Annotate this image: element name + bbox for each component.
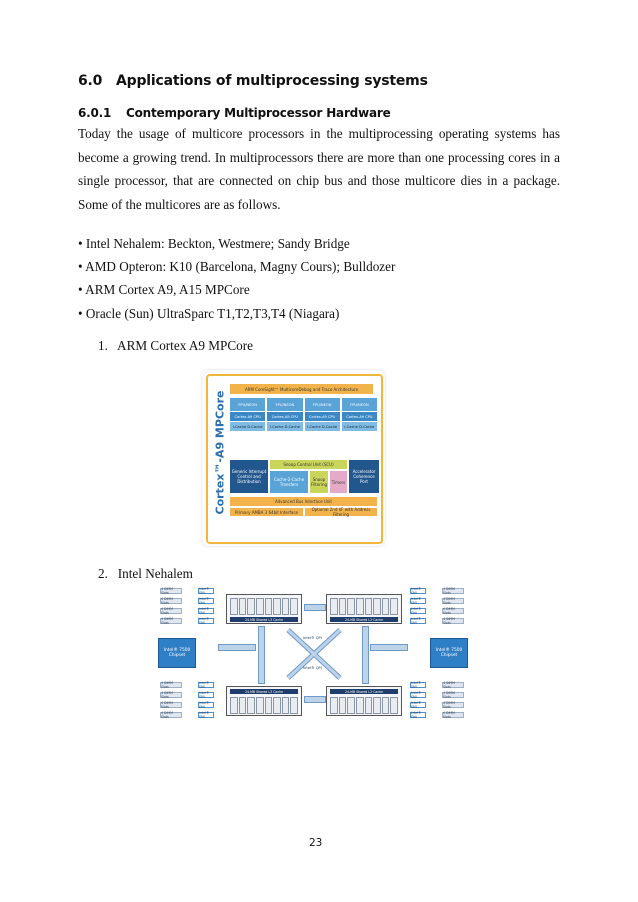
qpi-label: Intel® QPI bbox=[303, 666, 322, 670]
cache-block: I-Cache D-Cache bbox=[341, 422, 377, 431]
l3-cache-label: 24-MB Shared L3 Cache bbox=[230, 617, 298, 622]
smi-label: Intel® SMI bbox=[198, 691, 214, 699]
smi-label: Intel® SMI bbox=[410, 701, 426, 709]
l3-cache-label: 24-MB Shared L3 Cache bbox=[330, 617, 398, 622]
dimm-slots-label: 4 DIMM Slots bbox=[160, 597, 182, 605]
smi-label: Intel® SMI bbox=[410, 681, 426, 689]
dimm-slots-label: 4 DIMM Slots bbox=[160, 691, 182, 699]
l3-cache-label: 24-MB Shared L3 Cache bbox=[230, 689, 298, 694]
smi-label: Intel® SMI bbox=[198, 681, 214, 689]
processor-die: 24-MB Shared L3 Cache bbox=[226, 594, 302, 624]
section-number: 6.0 bbox=[78, 73, 103, 89]
section-title: Applications of multiprocessing systems bbox=[116, 73, 428, 89]
subsection-number: 6.0.1 bbox=[78, 106, 112, 120]
dimm-slots-label: 4 DIMM Slots bbox=[160, 711, 182, 719]
smi-label: Intel® SMI bbox=[410, 607, 426, 615]
smi-label: Intel® SMI bbox=[198, 587, 214, 595]
dimm-slots-label: 4 DIMM Slots bbox=[442, 617, 464, 625]
cache-transfer-block: Cache-2-Cache Transfers bbox=[270, 471, 308, 493]
cpu-core: FPU/NEON Cortex-A9 CPU I-Cache D-Cache bbox=[341, 398, 377, 434]
section-heading: 6.0 Applications of multiprocessing syste… bbox=[78, 73, 428, 89]
neon-block: FPU/NEON bbox=[267, 398, 303, 411]
bus-interface-unit: Advanced Bus Interface Unit bbox=[230, 497, 377, 506]
snoop-control-unit: Snoop Control Unit (SCU) bbox=[270, 460, 347, 469]
cpu-block: Cortex-A9 CPU bbox=[230, 412, 266, 421]
cache-block: I-Cache D-Cache bbox=[267, 422, 303, 431]
dimm-slots-label: 4 DIMM Slots bbox=[442, 691, 464, 699]
coresight-block: ARM CoreSight™ MulticoreDebug and Trace … bbox=[230, 384, 373, 394]
processor-die: 24-MB Shared L3 Cache bbox=[326, 594, 402, 624]
intel-nehalem-diagram: 4 DIMM Slots 4 DIMM Slots 4 DIMM Slots 4… bbox=[158, 586, 468, 722]
qpi-link bbox=[370, 644, 408, 651]
dimm-slots-label: 4 DIMM Slots bbox=[160, 587, 182, 595]
bullet-item: • ARM Cortex A9, A15 MPCore bbox=[78, 282, 250, 298]
accelerator-port-block: Accelerator Coherence Port bbox=[349, 460, 379, 493]
dimm-slots-label: 4 DIMM Slots bbox=[442, 597, 464, 605]
dimm-slots-label: 4 DIMM Slots bbox=[442, 587, 464, 595]
smi-label: Intel® SMI bbox=[198, 711, 214, 719]
dimm-slots-label: 4 DIMM Slots bbox=[442, 607, 464, 615]
qpi-link bbox=[362, 626, 369, 684]
chipset-block: Intel® 7500 Chipset bbox=[158, 638, 196, 668]
processor-bullet-list: • Intel Nehalem: Beckton, Westmere; Sand… bbox=[78, 232, 395, 325]
qpi-label: Intel® QPI bbox=[303, 636, 322, 640]
dimm-slots-label: 4 DIMM Slots bbox=[442, 711, 464, 719]
cache-block: I-Cache D-Cache bbox=[304, 422, 340, 431]
diagram-frame: Cortex™-A9 MPCore ARM CoreSight™ Multico… bbox=[206, 374, 383, 544]
smi-label: Intel® SMI bbox=[198, 607, 214, 615]
cpu-block: Cortex-A9 CPU bbox=[267, 412, 303, 421]
timers-block: Timers bbox=[330, 471, 347, 493]
cpu-cores: FPU/NEON Cortex-A9 CPU I-Cache D-Cache F… bbox=[230, 398, 377, 434]
dimm-slots-label: 4 DIMM Slots bbox=[160, 617, 182, 625]
smi-label: Intel® SMI bbox=[410, 617, 426, 625]
cpu-core: FPU/NEON Cortex-A9 CPU I-Cache D-Cache bbox=[230, 398, 266, 434]
side-label: Cortex™-A9 MPCore bbox=[213, 390, 227, 515]
numbered-item-nehalem: 2. Intel Nehalem bbox=[98, 566, 193, 581]
qpi-link bbox=[258, 626, 265, 684]
cpu-block: Cortex-A9 CPU bbox=[341, 412, 377, 421]
smi-label: Intel® SMI bbox=[410, 587, 426, 595]
neon-block: FPU/NEON bbox=[341, 398, 377, 411]
chipset-block: Intel® 7500 Chipset bbox=[430, 638, 468, 668]
dimm-slots-label: 4 DIMM Slots bbox=[160, 701, 182, 709]
primary-interface: Primary AMBA 3 64bit Interface bbox=[230, 508, 303, 516]
smi-label: Intel® SMI bbox=[198, 617, 214, 625]
smi-label: Intel® SMI bbox=[410, 691, 426, 699]
dimm-slots-label: 4 DIMM Slots bbox=[442, 681, 464, 689]
cpu-core: FPU/NEON Cortex-A9 CPU I-Cache D-Cache bbox=[267, 398, 303, 434]
numbered-item-arm: 1. ARM Cortex A9 MPCore bbox=[98, 338, 253, 353]
cache-block: I-Cache D-Cache bbox=[230, 422, 266, 431]
snoop-filter-block: Snoop Filtering bbox=[310, 471, 328, 493]
page-number: 23 bbox=[309, 837, 323, 849]
subsection-title: Contemporary Multiprocessor Hardware bbox=[126, 106, 391, 120]
l3-cache-label: 24-MB Shared L3 Cache bbox=[330, 689, 398, 694]
optional-interface: Optional 2nd I/F with Address Filtering bbox=[305, 507, 377, 517]
cpu-core: FPU/NEON Cortex-A9 CPU I-Cache D-Cache bbox=[304, 398, 340, 434]
neon-block: FPU/NEON bbox=[230, 398, 266, 411]
interrupt-controller-block: Generic Interrupt Control and Distributi… bbox=[230, 460, 268, 493]
qpi-link bbox=[218, 644, 256, 651]
processor-die: 24-MB Shared L3 Cache bbox=[326, 686, 402, 716]
neon-block: FPU/NEON bbox=[304, 398, 340, 411]
intro-paragraph: Today the usage of multicore processors … bbox=[78, 126, 560, 212]
qpi-link bbox=[304, 696, 326, 703]
dimm-slots-label: 4 DIMM Slots bbox=[442, 701, 464, 709]
smi-label: Intel® SMI bbox=[198, 701, 214, 709]
qpi-cross-links bbox=[286, 628, 342, 680]
smi-label: Intel® SMI bbox=[198, 597, 214, 605]
arm-cortex-a9-diagram: Cortex™-A9 MPCore ARM CoreSight™ Multico… bbox=[202, 370, 385, 546]
bullet-item: • AMD Opteron: K10 (Barcelona, Magny Cou… bbox=[78, 259, 396, 275]
dimm-slots-label: 4 DIMM Slots bbox=[160, 607, 182, 615]
smi-label: Intel® SMI bbox=[410, 711, 426, 719]
subsection-heading: 6.0.1 Contemporary Multiprocessor Hardwar… bbox=[78, 106, 391, 120]
smi-label: Intel® SMI bbox=[410, 597, 426, 605]
processor-die: 24-MB Shared L3 Cache bbox=[226, 686, 302, 716]
dimm-slots-label: 4 DIMM Slots bbox=[160, 681, 182, 689]
bullet-item: • Intel Nehalem: Beckton, Westmere; Sand… bbox=[78, 236, 350, 251]
cpu-block: Cortex-A9 CPU bbox=[304, 412, 340, 421]
bullet-item: • Oracle (Sun) UltraSparc T1,T2,T3,T4 (N… bbox=[78, 305, 340, 321]
qpi-link bbox=[304, 604, 326, 611]
